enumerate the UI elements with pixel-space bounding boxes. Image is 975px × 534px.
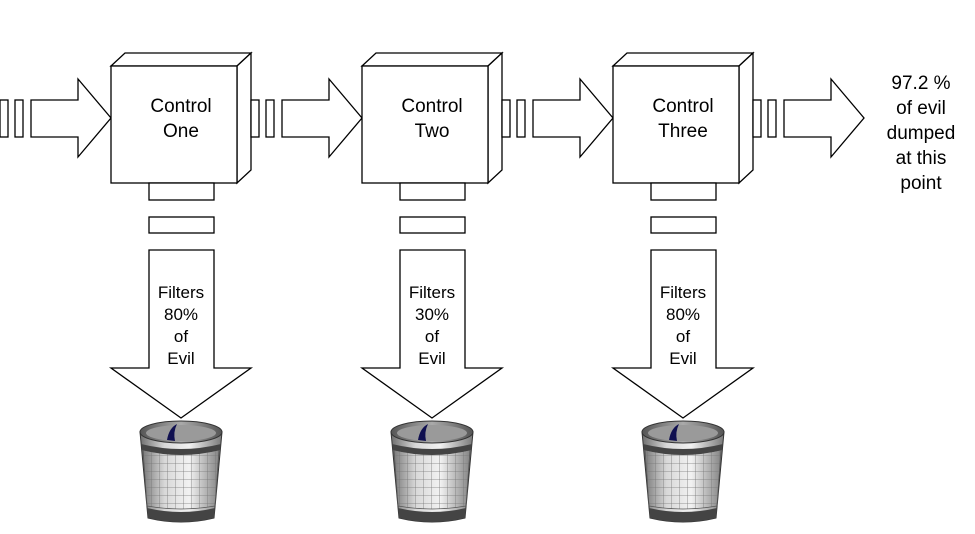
right-arrow	[532, 77, 614, 159]
down-arrow	[359, 249, 505, 419]
flow-stripe	[501, 99, 511, 138]
filter-label: 80%	[164, 305, 198, 324]
box-top	[360, 52, 504, 67]
output-tab	[650, 182, 717, 201]
bin-band	[643, 444, 723, 455]
bin-base	[147, 508, 215, 522]
flow-stripe	[0, 99, 9, 138]
trash-bin-icon	[641, 420, 725, 523]
box-side	[738, 51, 754, 185]
control-title: Control	[401, 96, 462, 117]
flow-stripe	[767, 99, 777, 138]
input-arrow	[0, 77, 112, 159]
filter-label: Filters	[409, 283, 455, 302]
flow-arrow-2	[501, 77, 614, 159]
output-tab	[148, 182, 215, 201]
bin-paper	[669, 424, 679, 441]
control-box	[612, 65, 740, 184]
box-top	[109, 52, 253, 67]
filter-label: of	[676, 327, 690, 346]
bin-mesh	[393, 449, 471, 510]
right-arrow	[30, 77, 112, 159]
filter-label: 80%	[666, 305, 700, 324]
bin-opening	[397, 425, 467, 441]
trash-bin-icon	[139, 420, 223, 523]
bin-band	[141, 444, 221, 455]
filter-label: Evil	[418, 349, 445, 368]
bin-paper	[418, 424, 428, 441]
flow-stripe	[250, 99, 260, 138]
control-title: Control	[150, 96, 211, 117]
control-box	[361, 65, 489, 184]
bin-mesh	[142, 449, 220, 510]
right-arrow	[783, 77, 865, 159]
bin-base	[649, 508, 717, 522]
bin-opening	[146, 425, 216, 441]
trash-bin-icon	[390, 420, 474, 523]
box-side	[487, 51, 503, 185]
flow-stripe	[399, 216, 466, 234]
box-side	[236, 51, 252, 185]
filter-label: 30%	[415, 305, 449, 324]
bin-base	[398, 508, 466, 522]
bin-opening	[648, 425, 718, 441]
right-arrow	[281, 77, 363, 159]
filter-label: of	[425, 327, 439, 346]
filter-label: Filters	[660, 283, 706, 302]
result-line: point	[900, 173, 942, 194]
box-top	[611, 52, 755, 67]
result-line: dumped	[887, 123, 956, 144]
flow-stripe	[752, 99, 762, 138]
flow-arrow-1	[250, 77, 363, 159]
down-arrow	[108, 249, 254, 419]
bin-mesh	[644, 449, 722, 510]
control-title: Two	[415, 121, 450, 142]
down-arrow	[610, 249, 756, 419]
filter-label: Evil	[167, 349, 194, 368]
result-line: of evil	[896, 98, 946, 119]
filter-label: Filters	[158, 283, 204, 302]
control-title: Three	[658, 121, 708, 142]
flow-stripe	[516, 99, 526, 138]
flow-stripe	[148, 216, 215, 234]
flow-arrow-3	[752, 77, 865, 159]
flow-stripe	[265, 99, 275, 138]
result-line: 97.2 %	[891, 73, 950, 94]
filter-label: of	[174, 327, 188, 346]
control-box	[110, 65, 238, 184]
result-line: at this	[896, 148, 947, 169]
bin-band	[392, 444, 472, 455]
control-title: Control	[652, 96, 713, 117]
control-title: One	[163, 121, 199, 142]
filter-label: Evil	[669, 349, 696, 368]
flow-stripe	[650, 216, 717, 234]
bin-paper	[167, 424, 177, 441]
flow-stripe	[14, 99, 24, 138]
output-tab	[399, 182, 466, 201]
result-label: 97.2 % of evil dumped at this point	[887, 73, 956, 194]
